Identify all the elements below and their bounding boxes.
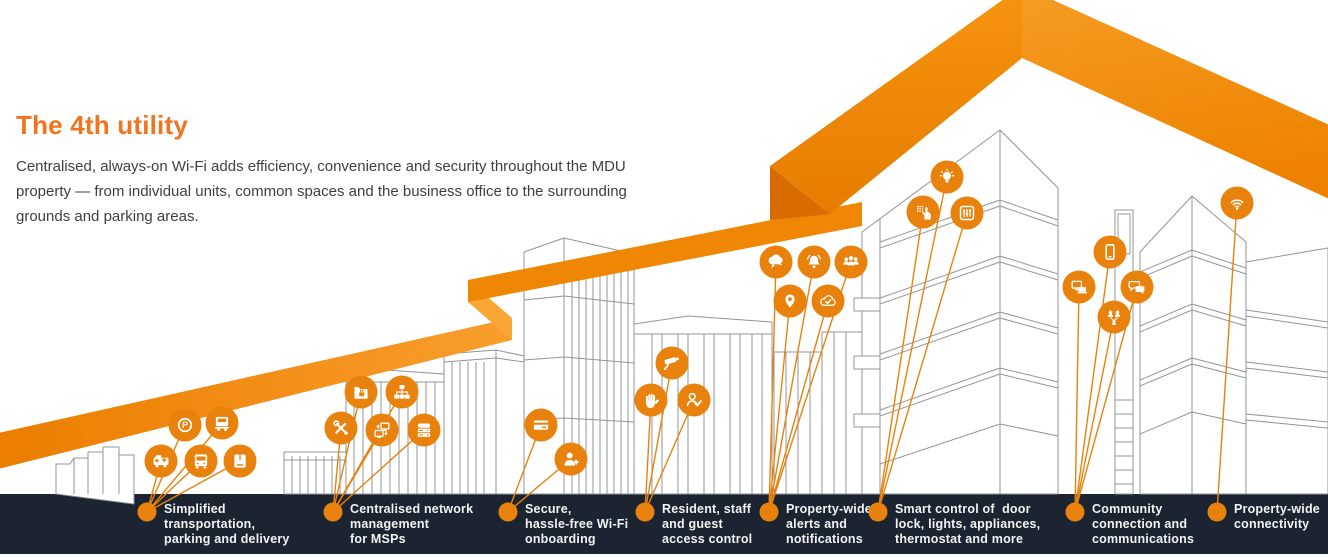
feature-label: Simplified transportation, parking and d… — [164, 502, 290, 546]
chat-bubbles-icon — [1120, 270, 1154, 304]
roof-ribbon — [0, 0, 1328, 469]
header-block: The 4th utility Centralised, always-on W… — [16, 110, 668, 229]
connector-line — [768, 300, 829, 513]
network-sitemap-icon — [385, 375, 419, 409]
location-pin-icon — [773, 284, 807, 318]
page-title: The 4th utility — [16, 110, 188, 140]
cctv-camera-icon — [655, 346, 689, 380]
smartphone-icon — [1093, 235, 1127, 269]
feature-label: Community connection and communications — [1092, 502, 1195, 546]
bottom-bar: Simplified transportation, parking and d… — [0, 494, 1328, 554]
device-sync-icon — [365, 413, 399, 447]
connector-line — [768, 261, 815, 513]
feature-label: Secure, hassle-free Wi-Fi onboarding — [525, 502, 629, 546]
people-network-icon — [1097, 300, 1131, 334]
connector-line — [1216, 202, 1238, 513]
keycard-icon — [524, 408, 558, 442]
connector-line — [644, 362, 673, 513]
connector-line — [1074, 251, 1111, 513]
connector-line — [877, 211, 924, 513]
connector-line — [768, 261, 852, 513]
feature-label: Property-wide connectivity — [1234, 502, 1320, 531]
feature-label: Resident, staff and guest access control — [662, 502, 753, 546]
cloud-check-icon — [811, 284, 845, 318]
add-user-icon — [554, 442, 588, 476]
delivery-truck-icon — [205, 406, 239, 440]
smart-bulb-icon — [930, 160, 964, 194]
package-icon — [223, 444, 257, 478]
connector-line — [768, 261, 777, 513]
bus-icon — [184, 444, 218, 478]
server-rack-icon — [407, 413, 441, 447]
devices-icon — [1062, 270, 1096, 304]
wifi-icon — [1220, 186, 1254, 220]
residents-group-icon — [834, 245, 868, 279]
verified-person-icon — [677, 383, 711, 417]
secure-folder-icon — [344, 375, 378, 409]
feature-label: Centralised network management for MSPs — [350, 502, 474, 546]
tools-icon — [324, 411, 358, 445]
connector-line — [1074, 286, 1138, 513]
alert-bell-icon — [797, 245, 831, 279]
feature-label: Smart control of door lock, lights, appl… — [895, 502, 1041, 546]
connector-line — [877, 176, 948, 513]
connector-line — [1074, 316, 1115, 513]
keypad-touch-icon — [906, 195, 940, 229]
announcement-icon — [759, 245, 793, 279]
stop-hand-icon — [634, 383, 668, 417]
page-intro: Centralised, always-on Wi-Fi adds effici… — [16, 158, 627, 225]
parking-icon — [168, 408, 202, 442]
connector-line — [877, 212, 968, 513]
thermostat-sliders-icon — [950, 196, 984, 230]
shuttle-van-icon — [144, 444, 178, 478]
connector-line — [768, 300, 791, 513]
feature-label: Property-wide alerts and notifications — [786, 502, 872, 546]
connector-line — [1074, 286, 1080, 513]
